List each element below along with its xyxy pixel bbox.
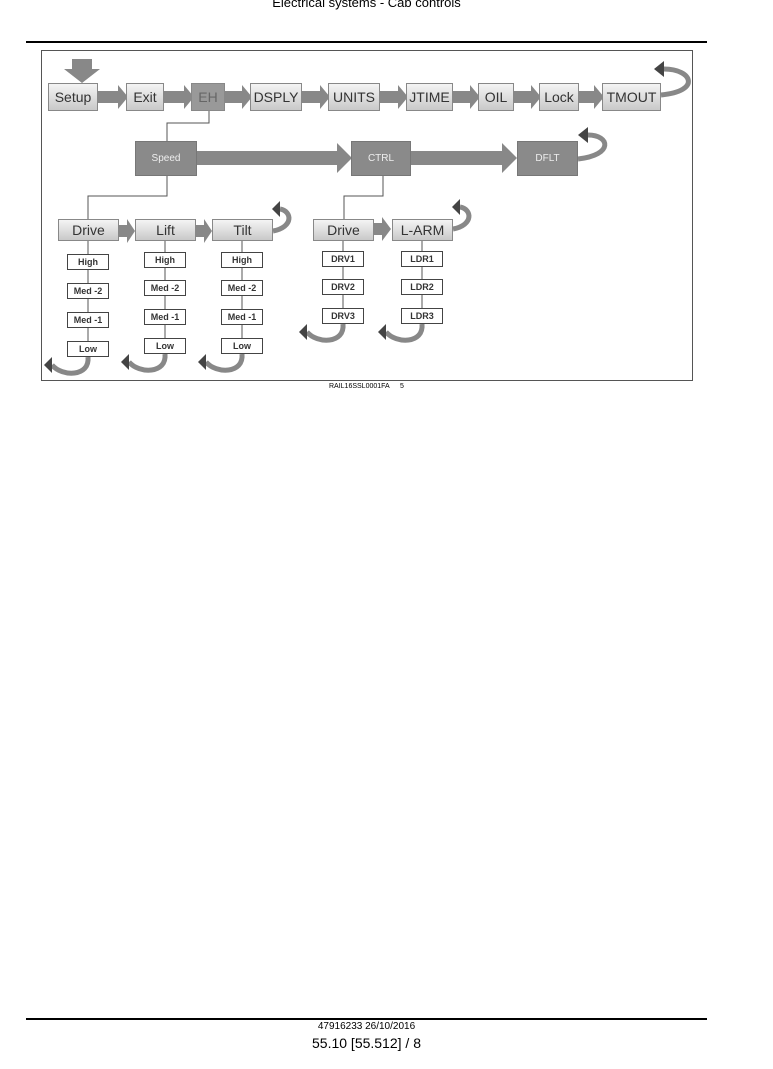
arrow-icon bbox=[411, 143, 517, 173]
tilt-med-1: Med -1 bbox=[221, 309, 263, 325]
drv1: DRV1 bbox=[322, 251, 364, 267]
arrow-icon bbox=[380, 85, 408, 109]
figure-number: 5 bbox=[400, 383, 404, 390]
setup-menu-diagram: Setup Exit EH DSPLY UNITS JTIME OIL Lock… bbox=[41, 50, 693, 381]
drive-med-1: Med -1 bbox=[67, 312, 109, 328]
arrow-icon bbox=[164, 85, 194, 109]
loop-arrow-icon bbox=[660, 66, 691, 98]
arrow-icon bbox=[514, 85, 541, 109]
loop-arrow-icon bbox=[577, 132, 608, 162]
menu-dflt: DFLT bbox=[517, 141, 578, 176]
menu-ctrl: CTRL bbox=[351, 141, 411, 176]
header-rule bbox=[26, 41, 707, 43]
loop-arrow-icon bbox=[127, 353, 168, 373]
menu-exit: Exit bbox=[126, 83, 164, 111]
footer-page-number: 55.10 [55.512] / 8 bbox=[312, 1035, 421, 1051]
ldr1: LDR1 bbox=[401, 251, 443, 267]
lift-med-2: Med -2 bbox=[144, 280, 186, 296]
lift-high: High bbox=[144, 252, 186, 268]
arrow-icon bbox=[579, 85, 604, 109]
footer-rule bbox=[26, 1018, 707, 1020]
footer-doc-date: 47916233 26/10/2016 bbox=[317, 1021, 416, 1032]
lift-low: Low bbox=[144, 338, 186, 354]
menu-speed: Speed bbox=[135, 141, 197, 176]
menu-oil: OIL bbox=[478, 83, 514, 111]
arrow-icon bbox=[197, 143, 352, 173]
loop-arrow-icon bbox=[50, 356, 91, 376]
arrow-icon bbox=[374, 217, 391, 241]
drv2: DRV2 bbox=[322, 279, 364, 295]
speed-tilt: Tilt bbox=[212, 219, 273, 241]
menu-tmout: TMOUT bbox=[602, 83, 661, 111]
diagram-connectors bbox=[44, 59, 691, 376]
loop-arrow-icon bbox=[384, 323, 425, 343]
speed-lift: Lift bbox=[135, 219, 196, 241]
entry-arrow-icon bbox=[64, 59, 100, 83]
ldr2: LDR2 bbox=[401, 279, 443, 295]
drive-high: High bbox=[67, 254, 109, 270]
tilt-low: Low bbox=[221, 338, 263, 354]
ctrl-l-arm: L-ARM bbox=[392, 219, 453, 241]
figure-reference: RAIL16SSL0001FA bbox=[329, 383, 390, 390]
loop-arrow-icon bbox=[272, 206, 292, 234]
arrow-icon bbox=[196, 219, 212, 243]
loop-arrow-icon bbox=[204, 353, 245, 373]
drive-low: Low bbox=[67, 341, 109, 357]
arrow-icon bbox=[302, 85, 330, 109]
loop-arrow-icon bbox=[452, 204, 472, 232]
ldr3: LDR3 bbox=[401, 308, 443, 324]
tilt-high: High bbox=[221, 252, 263, 268]
menu-eh: EH bbox=[191, 83, 225, 111]
menu-lock: Lock bbox=[539, 83, 579, 111]
speed-drive: Drive bbox=[58, 219, 119, 241]
arrow-icon bbox=[453, 85, 480, 109]
menu-units: UNITS bbox=[328, 83, 380, 111]
arrow-icon bbox=[98, 85, 128, 109]
ctrl-drive: Drive bbox=[313, 219, 374, 241]
tilt-med-2: Med -2 bbox=[221, 280, 263, 296]
drv3: DRV3 bbox=[322, 308, 364, 324]
lift-med-1: Med -1 bbox=[144, 309, 186, 325]
menu-jtime: JTIME bbox=[406, 83, 453, 111]
arrow-icon bbox=[119, 219, 135, 243]
page-header: Electrical systems - Cab controls bbox=[272, 0, 461, 10]
loop-arrow-icon bbox=[305, 323, 346, 343]
menu-setup: Setup bbox=[48, 83, 98, 111]
menu-dsply: DSPLY bbox=[250, 83, 302, 111]
drive-med-2: Med -2 bbox=[67, 283, 109, 299]
arrow-icon bbox=[225, 85, 252, 109]
